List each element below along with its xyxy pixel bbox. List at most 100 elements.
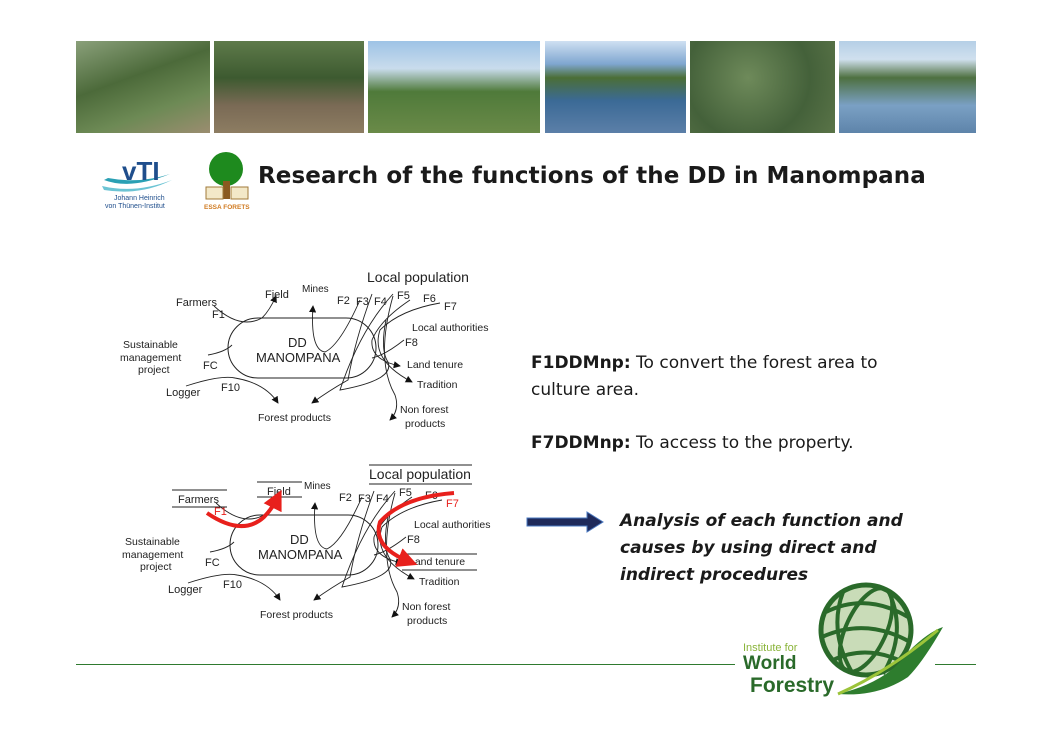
diagram-label-f2: F2 <box>339 492 352 504</box>
river-canoe-photo <box>545 41 686 133</box>
f7-text: To access to the property. <box>630 433 854 453</box>
function-arrow <box>185 376 279 404</box>
function-arrow <box>379 499 443 580</box>
essa-logo-text: ESSA FORETS <box>204 204 250 211</box>
diagram-label-tradition: Tradition <box>417 379 458 391</box>
diagram-label-land-tenure: Land tenure <box>407 359 463 371</box>
diagram-label-tradition: Tradition <box>419 576 460 588</box>
footer-divider-right <box>935 664 976 665</box>
forest-aerial-photo <box>690 41 835 133</box>
world-forestry-logo: Institute for World Forestry <box>738 582 948 700</box>
page-title: Research of the functions of the DD in M… <box>258 163 926 189</box>
diagram-label-local-authorities: Local authorities <box>414 519 490 531</box>
highlight-arrow <box>376 491 455 567</box>
function-arrow <box>308 299 361 353</box>
diagram-label-f4: F4 <box>374 296 387 308</box>
vti-logo: vTI Johann Heinrich von Thünen-Institut <box>100 150 178 212</box>
diagram-label-mines: Mines <box>302 284 329 295</box>
diagram-label-land-tenure: Land tenure <box>409 556 465 568</box>
diagram-label-f6: F6 <box>423 293 436 305</box>
right-arrow-icon <box>526 511 604 533</box>
function-arrow <box>377 302 441 383</box>
vti-logo-text: vTI <box>122 156 160 186</box>
diagram-label-manompana: MANOMPANA <box>256 350 341 365</box>
diagram-label-f10: F10 <box>221 382 240 394</box>
logo-institute-for: Institute for <box>743 642 798 654</box>
diagram-label-f8: F8 <box>407 534 420 546</box>
diagram-label-non-forest: Non forest <box>402 601 451 613</box>
village-house-photo <box>368 41 540 133</box>
diagram-label-products: products <box>407 615 447 627</box>
f1-description-cont: culture area. <box>531 380 640 400</box>
diagram-label-manompana: MANOMPANA <box>258 547 343 562</box>
diagram-label-fc: FC <box>203 360 218 372</box>
function-arrow <box>386 492 400 618</box>
diagram-label-management: management <box>122 549 183 561</box>
diagram-label-local-population: Local population <box>369 466 471 482</box>
function-arrow <box>384 295 398 421</box>
analysis-line-3: indirect procedures <box>620 565 809 585</box>
diagram-label-management: management <box>120 352 181 364</box>
function-arrow <box>339 293 394 391</box>
f7-description: F7DDMnp: To access to the property. <box>531 433 854 453</box>
diagram-label-logger: Logger <box>166 387 201 399</box>
diagram-label-f3: F3 <box>356 296 369 308</box>
diagram-label-project: project <box>138 364 170 376</box>
diagram-label-logger: Logger <box>168 584 203 596</box>
diagram-label-f1: F1 <box>214 506 227 518</box>
diagram-label-farmers: Farmers <box>178 494 219 506</box>
diagram-label-f1: F1 <box>212 309 225 321</box>
logo-world: World <box>743 653 796 674</box>
diagram-label-f5: F5 <box>397 290 410 302</box>
river-boat-photo <box>839 41 976 133</box>
diagram-label-products: products <box>405 418 445 430</box>
diagram-label-f7: F7 <box>444 301 457 313</box>
diagram-label-field: Field <box>267 486 291 498</box>
analysis-line-2: causes by using direct and <box>620 538 877 558</box>
diagram-label-local-authorities: Local authorities <box>412 322 488 334</box>
function-arrow <box>187 573 281 601</box>
diagram-label-f7: F7 <box>446 498 459 510</box>
diagram-label-project: project <box>140 561 172 573</box>
diagram-label-sustainable: Sustainable <box>123 339 178 351</box>
function-arrow <box>209 541 235 553</box>
f7-label: F7DDMnp: <box>531 433 631 453</box>
diagram-label-sustainable: Sustainable <box>125 536 180 548</box>
f1-text: To convert the forest area to <box>630 353 878 373</box>
village-people-photo <box>214 41 364 133</box>
diagram-label-field: Field <box>265 289 289 301</box>
vti-logo-sub2: von Thünen-Institut <box>105 203 165 210</box>
f1-description: F1DDMnp: To convert the forest area to <box>531 353 878 373</box>
function-arrow <box>213 295 277 323</box>
forest-people-photo <box>76 41 210 133</box>
essa-forets-logo: ESSA FORETS <box>202 151 252 211</box>
diagram-label-f5: F5 <box>399 487 412 499</box>
vti-logo-sub1: Johann Heinrich <box>114 195 165 202</box>
function-arrow <box>371 339 405 359</box>
function-arrow <box>310 496 363 550</box>
diagram-label-forest-products: Forest products <box>260 609 333 621</box>
function-arrow <box>207 344 233 356</box>
highlight-arrow <box>205 489 282 529</box>
diagram-label-f10: F10 <box>223 579 242 591</box>
diagram-label-local-population: Local population <box>367 269 469 285</box>
function-arrow <box>311 293 373 404</box>
diagram-label-mines: Mines <box>304 481 331 492</box>
f1-label: F1DDMnp: <box>531 353 631 373</box>
function-arrow <box>313 490 375 601</box>
footer-divider-left <box>76 664 735 665</box>
diagram-label-forest-products: Forest products <box>258 412 331 424</box>
diagram-label-farmers: Farmers <box>176 297 217 309</box>
diagram-label-f8: F8 <box>405 337 418 349</box>
diagram-label-f4: F4 <box>376 493 389 505</box>
diagram-label-dd: DD <box>290 532 309 547</box>
logo-forestry: Forestry <box>750 674 834 697</box>
diagram-label-f2: F2 <box>337 295 350 307</box>
diagram-label-non-forest: Non forest <box>400 404 449 416</box>
diagram-label-dd: DD <box>288 335 307 350</box>
diagram-label-fc: FC <box>205 557 220 569</box>
diagram-label-f3: F3 <box>358 493 371 505</box>
